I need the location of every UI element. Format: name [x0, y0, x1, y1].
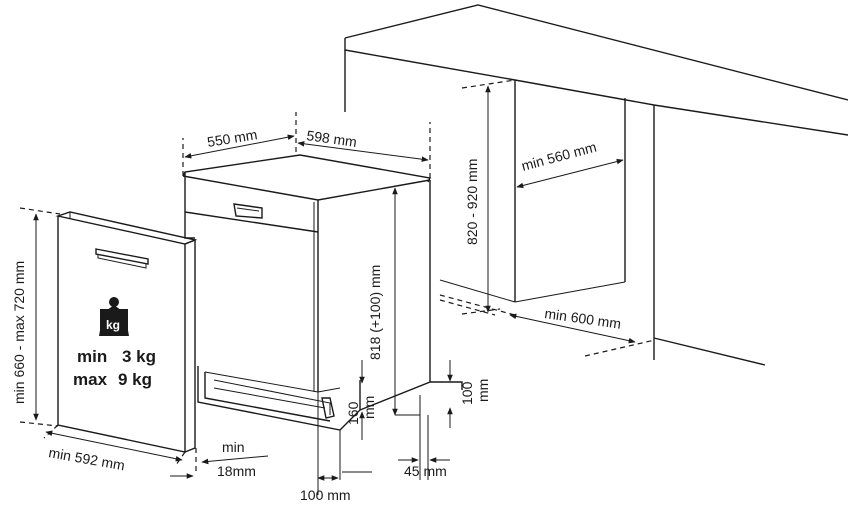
toe-100-dimension: 100 mm	[300, 392, 372, 503]
door-weight-text: min 3 kg max 9 kg	[73, 347, 156, 389]
door-weight-max-label: max	[73, 370, 108, 389]
door-width-label: min 592 mm	[47, 444, 126, 473]
niche-height-label: 820 - 920 mm	[464, 159, 480, 245]
width-label: 598 mm	[306, 127, 358, 150]
door-weight-max-value: 9 kg	[118, 370, 152, 389]
toe-45-dimension: 45 mm	[398, 415, 450, 480]
plinth-100-unit: mm	[475, 379, 491, 402]
toe-100-label: 100 mm	[300, 487, 351, 503]
plinth-100-number: 100	[459, 381, 475, 405]
plinth-160-unit: mm	[361, 396, 377, 419]
door-height-label: min 660 - max 720 mm	[11, 261, 27, 404]
niche-height-dimension: 820 - 920 mm	[461, 79, 516, 315]
plinth-160-number: 160	[345, 401, 361, 425]
door-width-dimension: min 592 mm	[43, 424, 186, 473]
door-gap-value-label: 18mm	[217, 463, 256, 479]
niche-depth-label: min 600 mm	[544, 305, 623, 332]
depth-label: 550 mm	[206, 126, 258, 150]
door-gap-min-label: min	[222, 439, 245, 455]
toe-45-label: 45 mm	[404, 463, 447, 479]
height-label: 818 (+100) mm	[367, 265, 383, 360]
door-weight-min-value: 3 kg	[122, 347, 156, 366]
niche-width-dimension: min 560 mm	[516, 139, 624, 189]
dishwasher-body	[182, 154, 432, 431]
width-dimension: 598 mm	[297, 122, 431, 178]
plinth-100-dimension: 100 mm	[419, 360, 491, 440]
door-weight-min-label: min	[77, 347, 107, 366]
door-height-dimension: min 660 - max 720 mm	[11, 207, 61, 427]
niche-width-label: min 560 mm	[520, 139, 599, 174]
door-gap-dimension: min 18mm	[170, 439, 269, 479]
weight-icon: kg	[99, 297, 129, 336]
countertop-niche	[344, 4, 848, 366]
plinth-160-dimension: 160 mm	[345, 360, 377, 440]
depth-dimension: 550 mm	[182, 112, 297, 176]
niche-depth-dimension: min 600 mm	[509, 305, 656, 357]
weight-unit-label: kg	[106, 318, 120, 332]
height-dimension: 818 (+100) mm	[367, 187, 420, 416]
